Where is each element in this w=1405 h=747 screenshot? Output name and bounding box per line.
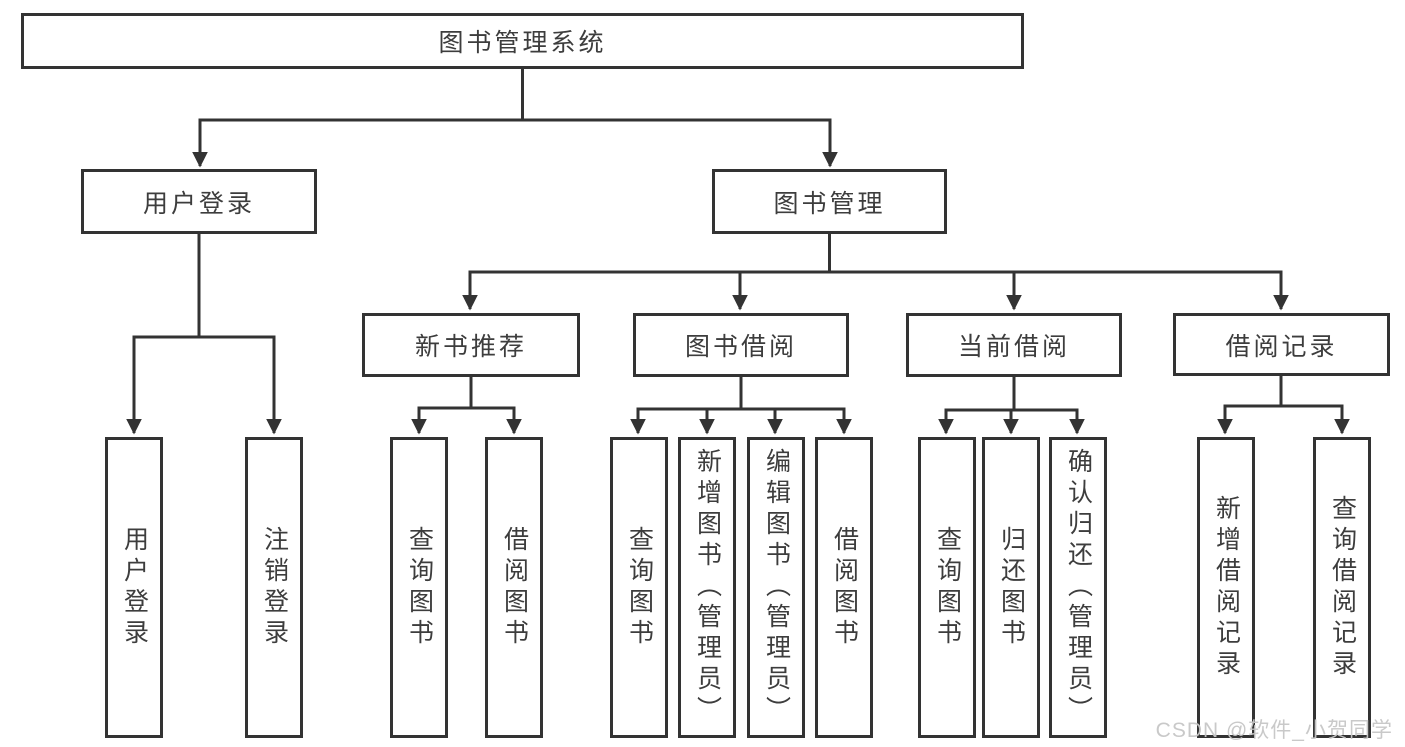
leaf-borrow-books: 借阅图书 — [815, 437, 873, 738]
node-library-management-system: 图书管理系统 — [21, 13, 1024, 69]
leaf-confirm-return-admin: 确认归还（管理员） — [1049, 437, 1107, 738]
node-borrow-records: 借阅记录 — [1173, 313, 1390, 376]
leaf-query-borrow-record: 查询借阅记录 — [1313, 437, 1371, 738]
leaf-label: 查询图书 — [625, 525, 654, 650]
leaf-borrow-books-recommend: 借阅图书 — [485, 437, 543, 738]
leaf-add-borrow-record: 新增借阅记录 — [1197, 437, 1255, 738]
node-new-book-recommend: 新书推荐 — [362, 313, 580, 377]
node-label: 图书借阅 — [684, 333, 797, 361]
leaf-label: 注销登录 — [260, 525, 289, 650]
leaf-query-books-current: 查询图书 — [918, 437, 976, 738]
watermark: CSDN @软件_小贺同学 — [1155, 719, 1393, 742]
leaf-label: 查询图书 — [933, 525, 962, 650]
leaf-label: 借阅图书 — [830, 525, 859, 650]
leaf-label: 归还图书 — [997, 525, 1026, 650]
node-current-borrow: 当前借阅 — [906, 313, 1122, 377]
leaf-label: 确认归还（管理员） — [1064, 448, 1093, 727]
node-label: 当前借阅 — [957, 333, 1070, 361]
leaf-edit-books-admin: 编辑图书（管理员） — [747, 437, 805, 738]
leaf-query-books-borrow: 查询图书 — [610, 437, 668, 738]
leaf-return-books: 归还图书 — [982, 437, 1040, 738]
leaf-label: 查询借阅记录 — [1328, 494, 1357, 681]
node-book-borrow: 图书借阅 — [633, 313, 849, 377]
leaf-label: 编辑图书（管理员） — [762, 448, 791, 727]
leaf-label: 新增借阅记录 — [1212, 494, 1241, 681]
leaf-label: 查询图书 — [405, 525, 434, 650]
node-label: 图书管理 — [773, 189, 886, 218]
leaf-label: 借阅图书 — [500, 525, 529, 650]
leaf-label: 新增图书（管理员） — [693, 448, 722, 727]
node-user-login: 用户登录 — [81, 169, 317, 234]
leaf-label: 用户登录 — [120, 525, 149, 650]
leaf-user-login: 用户登录 — [105, 437, 163, 738]
node-label: 借阅记录 — [1225, 332, 1338, 361]
node-book-management: 图书管理 — [712, 169, 947, 234]
node-label: 用户登录 — [142, 189, 255, 218]
leaf-query-books-recommend: 查询图书 — [390, 437, 448, 738]
node-label: 图书管理系统 — [438, 29, 607, 57]
leaf-logout: 注销登录 — [245, 437, 303, 738]
node-label: 新书推荐 — [414, 333, 527, 361]
leaf-add-books-admin: 新增图书（管理员） — [678, 437, 736, 738]
